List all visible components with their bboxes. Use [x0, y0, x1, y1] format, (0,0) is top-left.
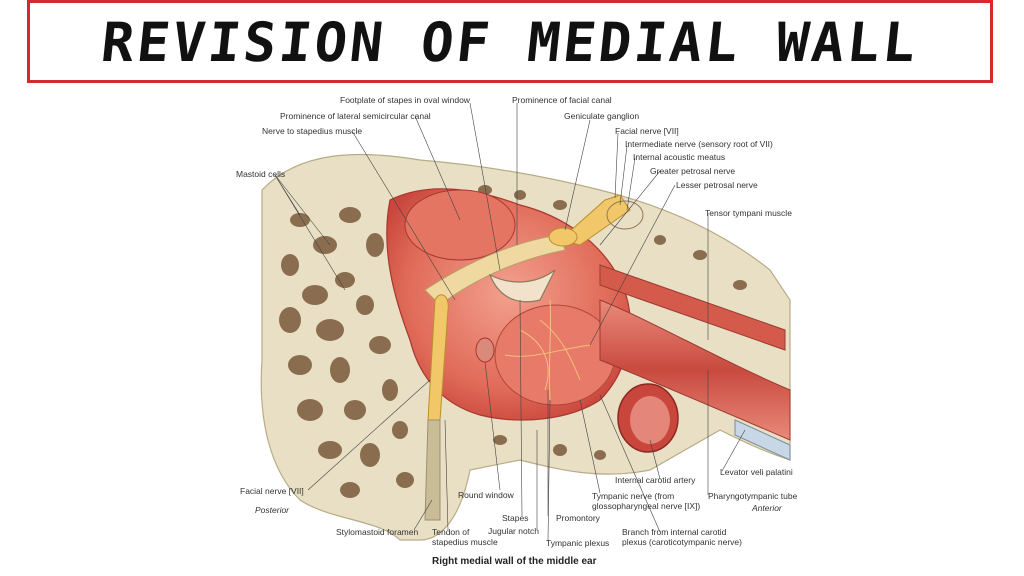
label-levator-veli-palatini: Levator veli palatini: [720, 467, 793, 477]
label-round-window: Round window: [458, 490, 514, 500]
label-internal-carotid-artery: Internal carotid artery: [615, 475, 696, 485]
figure-caption: Right medial wall of the middle ear: [432, 556, 597, 567]
internal-acoustic-meatus: [606, 200, 644, 230]
label-mastoid-cells: Mastoid cells: [236, 169, 286, 179]
label-tensor-tympani: Tensor tympani muscle: [705, 208, 792, 218]
stapes: [488, 269, 556, 303]
label-footplate: Footplate of stapes in oval window: [340, 95, 470, 105]
label-greater-petrosal: Greater petrosal nerve: [650, 166, 736, 176]
label-nerve-to-stapedius: Nerve to stapedius muscle: [262, 126, 363, 136]
label-promontory: Promontory: [556, 513, 600, 523]
tensor-tympani: [599, 264, 786, 351]
label-tympanic-plexus: Tympanic plexus: [546, 538, 610, 548]
label-tympanic-nerve: Tympanic nerve (from glossopharyngeal ne…: [592, 491, 701, 511]
label-tendon-stapedius: Tendon of stapedius muscle: [432, 527, 498, 547]
label-prominence-facial-canal: Prominence of facial canal: [512, 95, 612, 105]
promontory: [494, 304, 616, 406]
tympanic-plexus-lines: [504, 299, 591, 401]
label-facial-nerve-bottom: Facial nerve [VII]: [240, 486, 304, 496]
label-stapes: Stapes: [502, 513, 529, 523]
leader-lines: [274, 102, 746, 542]
geniculate-ganglion: [548, 227, 578, 247]
label-internal-acoustic-meatus: Internal acoustic meatus: [633, 152, 726, 162]
label-jugular-notch: Jugular notch: [488, 526, 540, 536]
levator-veli-palatini: [734, 419, 791, 461]
label-branch-internal-carotid: Branch from internal carotid plexus (car…: [622, 527, 742, 547]
label-pharyngotympanic-tube: Pharyngotympanic tube: [708, 491, 798, 501]
title-box: REVISION OF MEDIAL WALL: [27, 0, 993, 83]
label-posterior: Posterior: [255, 505, 290, 515]
label-stylomastoid-foramen: Stylomastoid foramen: [336, 527, 419, 537]
label-intermediate-nerve: Intermediate nerve (sensory root of VII): [625, 139, 773, 149]
round-window: [475, 337, 495, 363]
pharyngotympanic-tube: [599, 299, 791, 441]
label-facial-nerve-top: Facial nerve [VII]: [615, 126, 679, 136]
label-prominence-lateral-canal: Prominence of lateral semicircular canal: [280, 111, 431, 121]
prominence-lateral-canal: [404, 189, 516, 261]
label-geniculate-ganglion: Geniculate ganglion: [564, 111, 640, 121]
label-anterior: Anterior: [752, 503, 782, 513]
label-lesser-petrosal: Lesser petrosal nerve: [676, 180, 758, 190]
stylomastoid-canal: [424, 419, 441, 521]
